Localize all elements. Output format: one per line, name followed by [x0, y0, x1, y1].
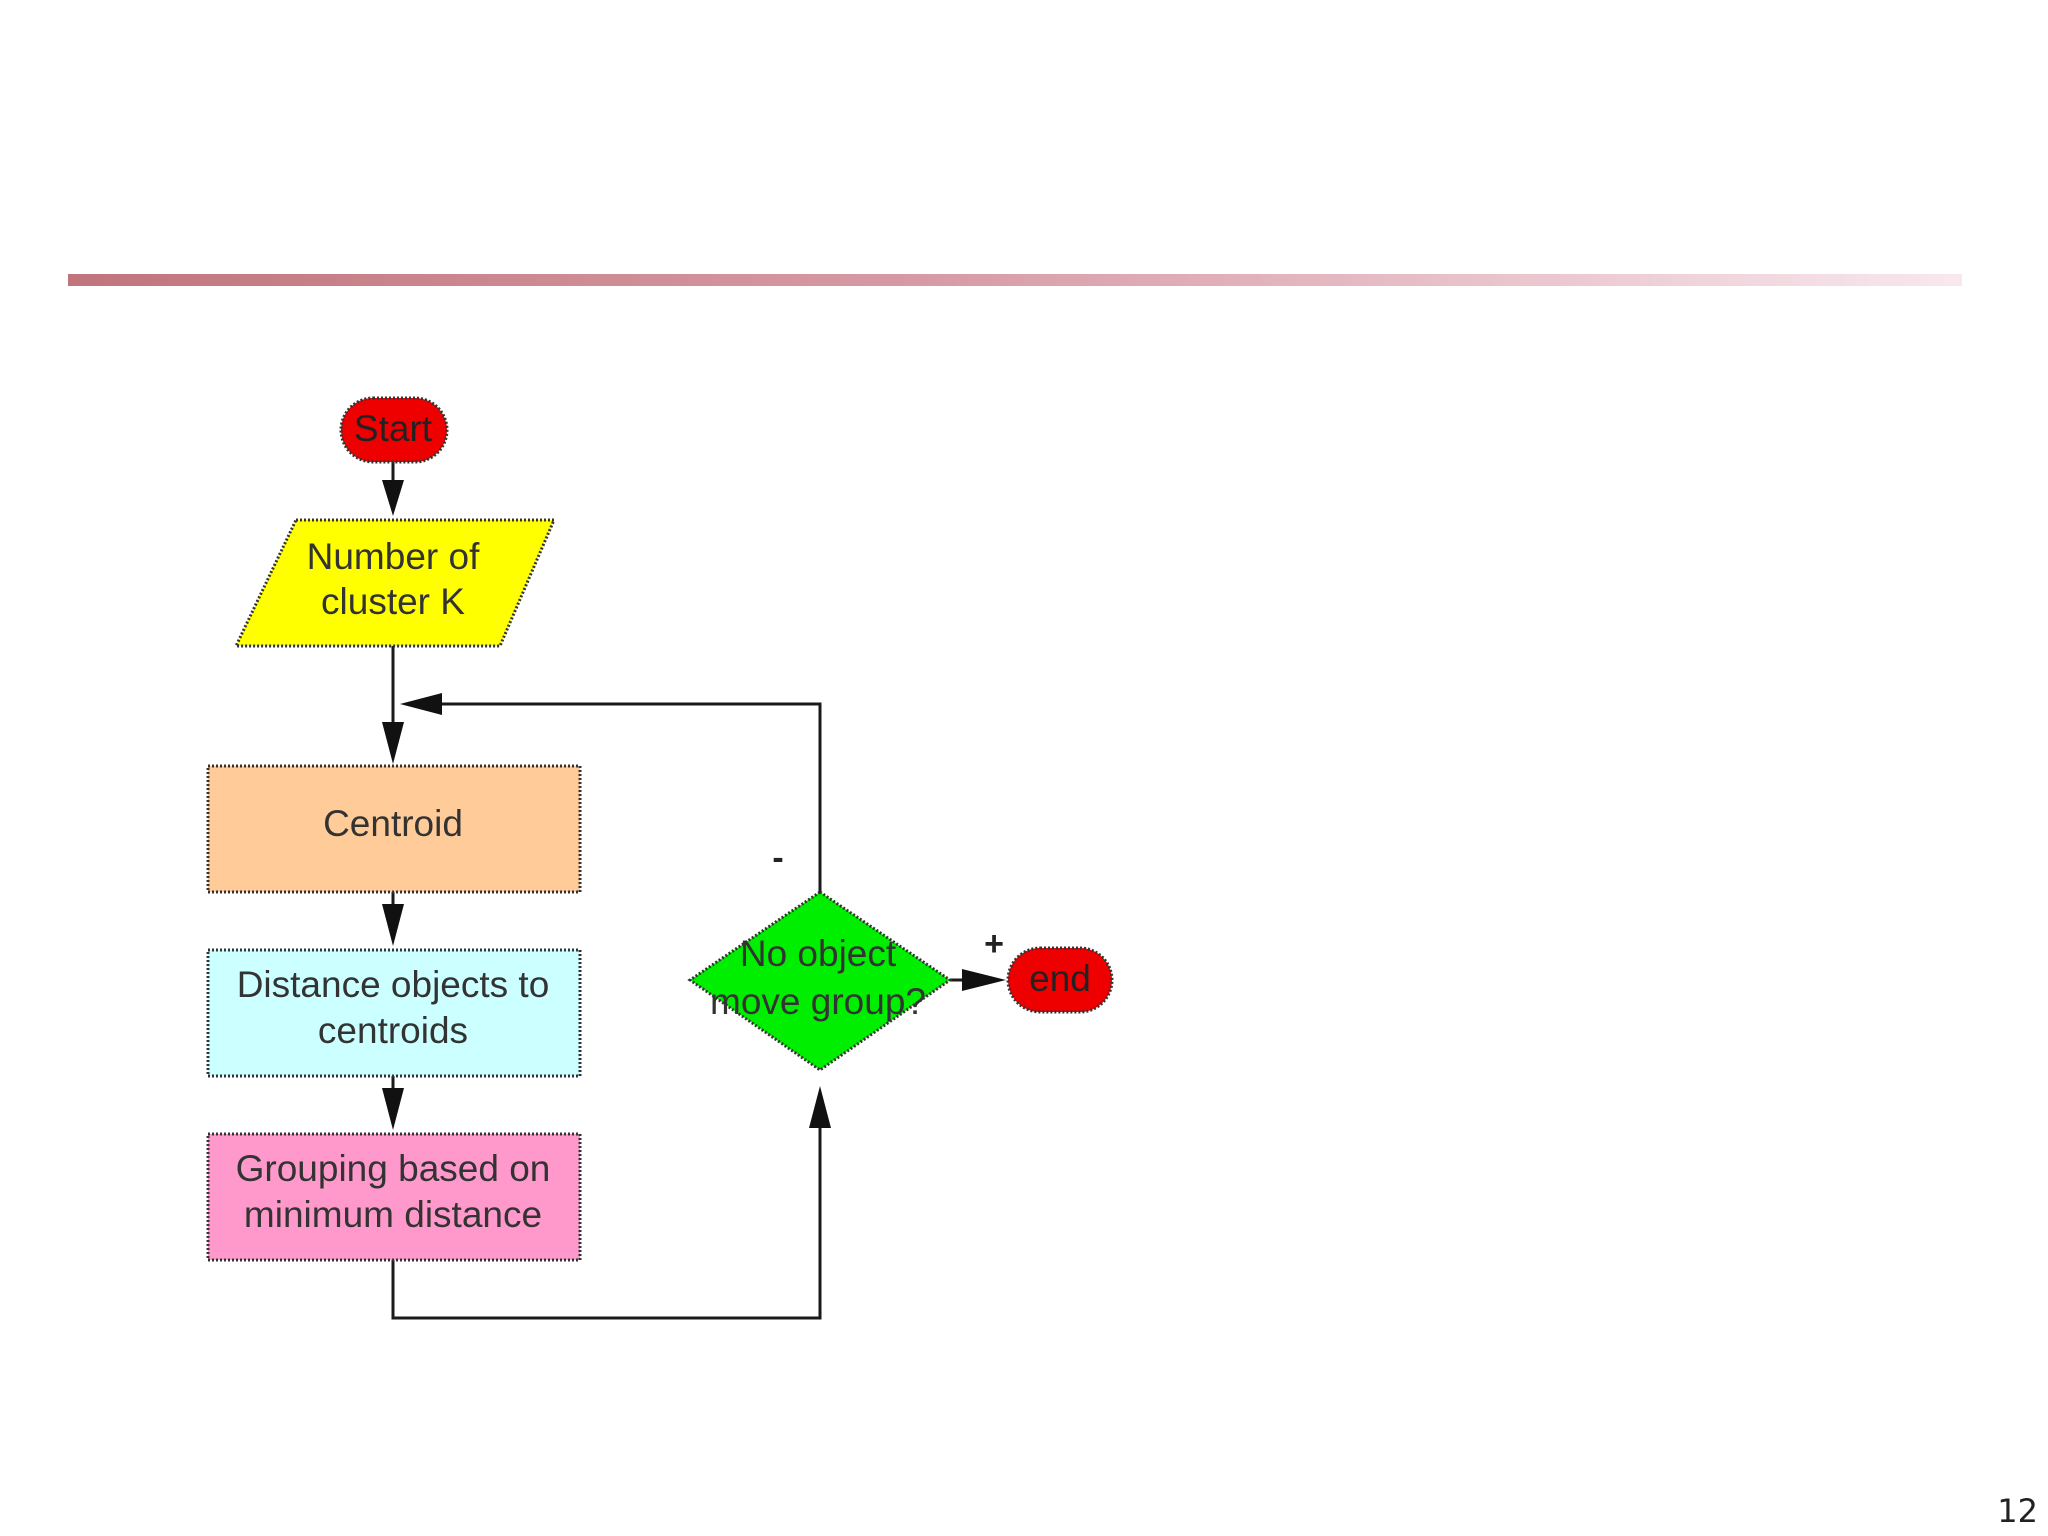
edge-distance-to-grouping	[382, 1076, 404, 1130]
input-label-line1: Number of	[307, 536, 480, 577]
start-shape	[339, 396, 449, 464]
end-shape	[1006, 946, 1114, 1014]
input-parallelogram: Number of cluster K	[233, 518, 557, 648]
distance-shape	[206, 948, 582, 1078]
title-divider	[68, 274, 1962, 286]
start-label: Start	[354, 408, 433, 449]
centroid-shape	[206, 764, 582, 894]
decision-diamond: No object move group?	[687, 890, 953, 1072]
input-label-line2: cluster K	[321, 581, 465, 622]
grouping-shape	[206, 1132, 582, 1262]
edge-label-no: -	[772, 839, 783, 877]
edge-label-yes: +	[984, 925, 1004, 963]
grouping-label-line2: minimum distance	[244, 1194, 542, 1235]
end-terminator: end	[1006, 946, 1114, 1014]
distance-process: Distance objects to centroids	[206, 948, 582, 1078]
edge-centroid-to-distance	[382, 892, 404, 946]
grouping-label-line1: Grouping based on	[236, 1148, 551, 1189]
edge-grouping-to-decision	[391, 1086, 831, 1320]
centroid-label: Centroid	[323, 803, 463, 844]
edge-start-to-input	[382, 462, 404, 516]
start-terminator: Start	[339, 396, 449, 464]
centroid-process: Centroid	[206, 764, 582, 894]
edge-decision-no-loop	[400, 693, 822, 892]
grouping-process: Grouping based on minimum distance	[206, 1132, 582, 1262]
edge-input-to-centroid	[382, 646, 404, 764]
decision-label-line1: No object	[740, 933, 897, 974]
decision-label-line2: move group?	[710, 981, 926, 1022]
end-label: end	[1029, 958, 1091, 999]
distance-label-line2: centroids	[318, 1010, 468, 1051]
edge-decision-yes-to-end	[950, 969, 1006, 991]
decision-shape	[687, 890, 953, 1072]
distance-label-line1: Distance objects to	[237, 964, 550, 1005]
page-number: 12	[1997, 1492, 2038, 1530]
input-shape	[233, 518, 557, 648]
